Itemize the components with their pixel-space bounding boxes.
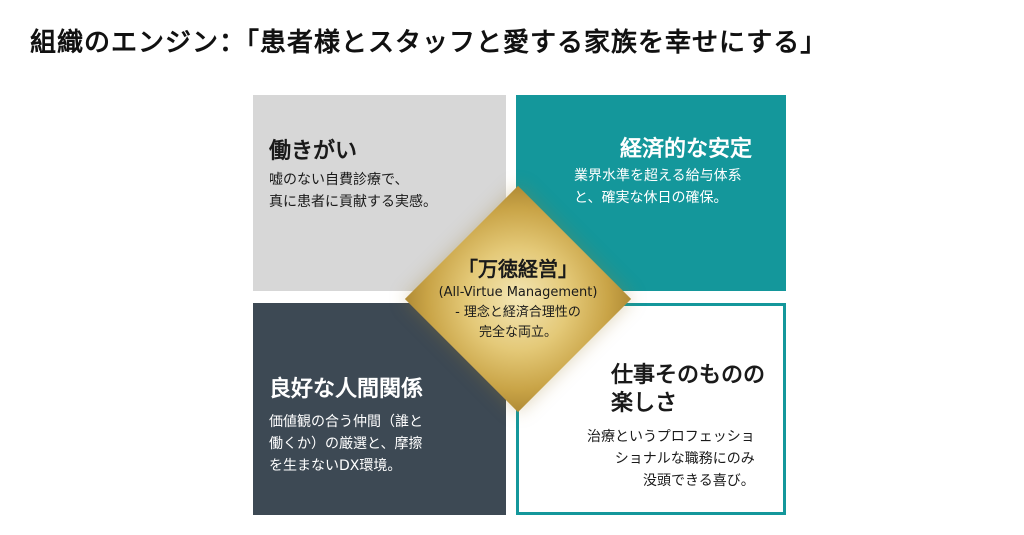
body-line: 真に患者に貢献する実感。 (269, 194, 437, 210)
page-title: 組織のエンジン：「患者様とスタッフと愛する家族を幸せにする」 (30, 28, 828, 58)
title-line: 楽しさ (611, 391, 678, 416)
quadrant-body: 治療というプロフェッショ ショナルな職務にのみ 没頭できる喜び。 (587, 426, 755, 492)
quadrant-body: 業界水準を超える給与体系 と、確実な休日の確保。 (574, 165, 742, 209)
center-line: 完全な両立。 (478, 325, 557, 340)
quadrant-title: 経済的な安定 (620, 137, 753, 162)
center-line: - 理念と経済合理性の (455, 305, 581, 320)
body-line: を生まないDX環境。 (269, 458, 402, 474)
body-line: 治療というプロフェッショ (587, 429, 755, 445)
quadrant-body: 価値観の合う仲間（誰と 働くか）の厳選と、摩擦 を生まないDX環境。 (269, 411, 423, 477)
quadrant-title: 仕事そのものの 楽しさ (611, 362, 765, 418)
center-line: (All-Virtue Management) (438, 285, 598, 300)
quadrant-title: 良好な人間関係 (269, 377, 424, 402)
body-line: 嘘のない自費診療で、 (269, 172, 409, 188)
body-line: 働くか）の厳選と、摩擦 (269, 436, 423, 452)
quadrant-motivation: 働きがい 嘘のない自費診療で、 真に患者に貢献する実感。 (253, 95, 506, 291)
quadrant-body: 嘘のない自費診療で、 真に患者に貢献する実感。 (269, 169, 437, 213)
body-line: 価値観の合う仲間（誰と (269, 414, 423, 430)
body-line: ショナルな職務にのみ (614, 451, 755, 467)
quadrant-joy-of-work: 仕事そのものの 楽しさ 治療というプロフェッショ ショナルな職務にのみ 没頭でき… (516, 303, 786, 515)
center-label: 「万徳経営」 (All-Virtue Management) - 理念と経済合理… (418, 255, 618, 343)
body-line: 業界水準を超える給与体系 (574, 168, 742, 184)
quadrant-relationships: 良好な人間関係 価値観の合う仲間（誰と 働くか）の厳選と、摩擦 を生まないDX環… (253, 303, 506, 515)
quadrant-title: 働きがい (269, 139, 358, 164)
body-line: 没頭できる喜び。 (643, 473, 755, 489)
title-line: 仕事そのものの (611, 363, 766, 388)
center-title: 「万徳経営」 (458, 257, 578, 281)
body-line: と、確実な休日の確保。 (574, 190, 728, 206)
